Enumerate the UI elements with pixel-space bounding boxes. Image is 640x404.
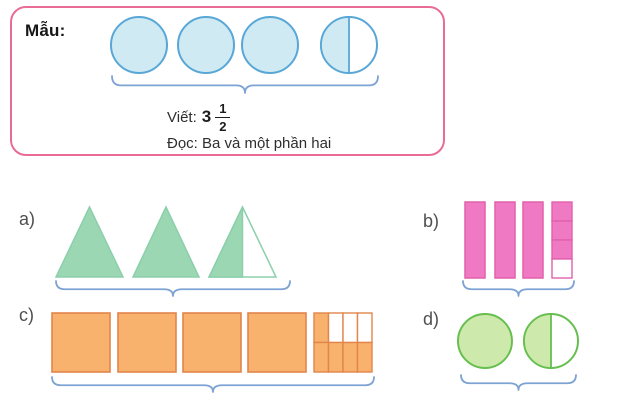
exercise-d-shapes	[457, 313, 579, 391]
exercise-label-a: a)	[19, 209, 36, 229]
exercise-label-c: c)	[19, 305, 34, 325]
example-label: Mẫu:	[25, 21, 66, 40]
exercise-c-shapes	[51, 312, 375, 393]
exercise-label-b: b)	[423, 211, 440, 231]
exercise-b-shapes	[462, 201, 575, 297]
viet-label: Viết:	[167, 108, 197, 126]
doc-label: Đọc:	[167, 135, 198, 152]
fraction-denominator: 2	[219, 118, 227, 134]
exercise-label-d: d)	[423, 309, 440, 329]
doc-line: Đọc: Ba và một phần hai	[167, 135, 331, 152]
fraction: 1 2	[215, 102, 231, 134]
mixed-number-whole: 3	[201, 107, 212, 126]
example-shapes	[110, 16, 379, 94]
example-box: Mẫu: Viết: 3 1 2 Đọc: Ba và một phần hai	[10, 6, 445, 156]
doc-text: Ba và một phần hai	[202, 135, 332, 152]
fraction-numerator: 1	[215, 102, 231, 118]
exercise-a-shapes	[54, 205, 291, 297]
viet-line: Viết: 3 1 2	[167, 94, 231, 140]
